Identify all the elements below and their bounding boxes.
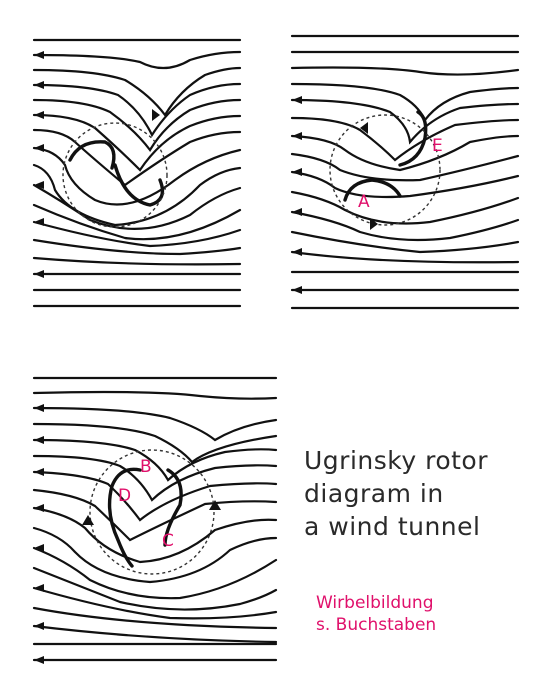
rotor-outline-top-right (329, 114, 441, 226)
rotor-outline-top-left (62, 122, 168, 228)
panel-bottom-left: B D C (32, 376, 278, 664)
streamlines-top-left (32, 38, 242, 308)
note-line-2: s. Buchstaben (316, 615, 437, 635)
panel-top-right: E A (290, 34, 520, 310)
rotor-outline-bottom-left (89, 449, 215, 575)
label-C: C (162, 531, 174, 551)
streamlines-top-right (290, 34, 520, 310)
caption-line-1: Ugrinsky rotor (304, 446, 488, 475)
label-A: A (358, 192, 370, 212)
vortex-note: Wirbelbildung s. Buchstaben (316, 592, 436, 636)
rotor-blades-bottom-left (107, 467, 183, 568)
label-E: E (432, 136, 443, 156)
streamlines-bottom-left (32, 376, 278, 662)
label-D: D (118, 486, 131, 506)
diagram-caption: Ugrinsky rotor diagram in a wind tunnel (304, 444, 544, 543)
label-B: B (140, 457, 152, 477)
flow-arrows-top-right (292, 96, 378, 294)
caption-line-3: a wind tunnel (304, 512, 481, 541)
note-line-1: Wirbelbildung (316, 593, 434, 613)
panel-top-left (32, 38, 242, 308)
rotor-blades-top-left (68, 140, 165, 207)
caption-line-2: diagram in (304, 479, 444, 508)
rotor-blades-top-right (343, 110, 428, 202)
flow-arrows-bottom-left (34, 404, 221, 664)
flow-arrows-top-left (34, 51, 160, 278)
